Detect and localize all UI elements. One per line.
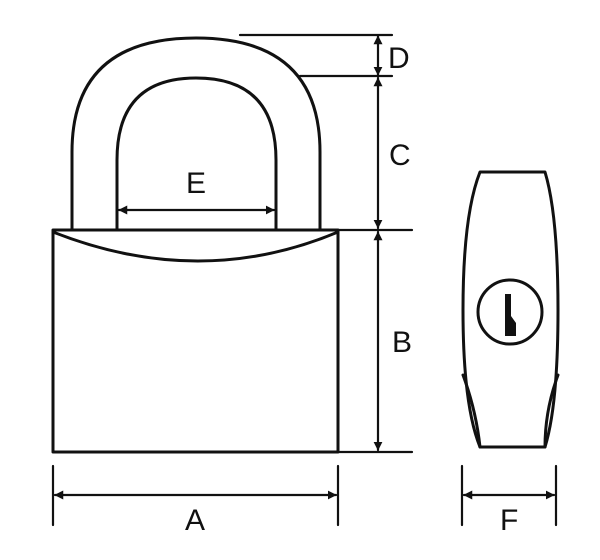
dimension-b: B	[373, 230, 412, 452]
dimension-label-e: E	[186, 167, 206, 200]
padlock-side-view	[461, 170, 560, 449]
extension-lines	[51, 33, 558, 527]
dimension-label-d: D	[388, 42, 410, 75]
dimension-label-b: B	[392, 326, 412, 359]
dimension-f: F	[462, 490, 556, 537]
padlock-body	[51, 228, 340, 454]
dimension-c: C	[373, 76, 411, 230]
dimension-d: D	[373, 34, 410, 77]
dimension-e: E	[117, 167, 276, 215]
padlock-shackle	[70, 36, 322, 232]
dimension-label-f: F	[500, 504, 518, 537]
dimension-label-a: A	[185, 504, 205, 537]
dimension-label-c: C	[389, 139, 411, 172]
keyway-icon	[505, 294, 516, 336]
keyhole-cylinder	[476, 278, 544, 346]
dimension-a: A	[53, 490, 338, 537]
